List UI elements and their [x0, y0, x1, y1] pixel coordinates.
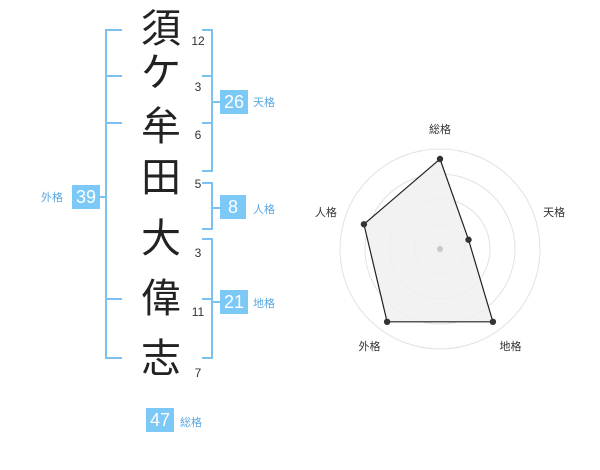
chikaku-connector: [213, 301, 220, 303]
radar-point-2: [465, 236, 472, 243]
jinkaku-bracket-bottom: [202, 228, 213, 230]
name-char-3: 牟: [141, 104, 181, 150]
jinkaku-label: 人格: [253, 203, 275, 216]
stroke-count-5: 3: [194, 246, 202, 260]
name-char-2: ケ: [141, 50, 181, 96]
tenkaku-connector: [213, 101, 220, 103]
chikaku-tick-1: [202, 298, 213, 300]
radar-axis-label-4: 外格: [358, 339, 380, 353]
radar-area: [363, 157, 494, 323]
soukaku-label: 総格: [180, 416, 202, 429]
name-char-7: 志: [141, 336, 181, 382]
name-char-5: 大: [141, 216, 181, 262]
radar-axis-label-3: 地格: [500, 339, 522, 353]
gaikaku-bracket-spine: [105, 29, 107, 359]
tenkaku-bracket-spine: [211, 29, 213, 172]
gaikaku-tick-1: [105, 75, 122, 77]
radar-center-dot: [437, 246, 443, 252]
name-char-1: 須: [141, 6, 181, 52]
gaikaku-label: 外格: [41, 191, 63, 204]
stroke-count-6: 11: [191, 305, 205, 319]
radar-axis-label-5: 人格: [315, 205, 337, 219]
tenkaku-bracket-bottom: [202, 170, 213, 172]
tenkaku-bracket-top: [202, 29, 213, 31]
radar-point-1: [436, 155, 444, 163]
stroke-count-7: 7: [194, 366, 202, 380]
stroke-count-3: 6: [194, 128, 202, 142]
stroke-count-1: 12: [191, 34, 205, 48]
jinkaku-bracket-spine: [211, 182, 213, 230]
jinkaku-bracket-top: [202, 182, 213, 184]
radar-axis-label-2: 天格: [543, 205, 565, 219]
chikaku-bracket-bottom: [202, 357, 213, 359]
chikaku-value-badge: 21: [220, 290, 248, 314]
radar-point-3: [489, 318, 497, 326]
jinkaku-value-badge: 8: [220, 195, 246, 219]
gaikaku-tick-3: [105, 298, 122, 300]
gaikaku-value-badge: 39: [72, 185, 100, 209]
tenkaku-tick-1: [202, 75, 213, 77]
radar-axis-label-1: 総格: [429, 122, 451, 136]
stroke-count-4: 5: [194, 177, 202, 191]
chikaku-label: 地格: [253, 297, 275, 310]
gaikaku-tick-2: [105, 122, 122, 124]
radar-point-5: [360, 221, 368, 228]
gaikaku-connector: [98, 196, 106, 198]
name-char-6: 偉: [141, 276, 181, 322]
tenkaku-label: 天格: [253, 96, 275, 109]
name-char-4: 田: [141, 155, 181, 201]
tenkaku-tick-2: [202, 122, 213, 124]
gaikaku-bracket-top: [105, 29, 122, 31]
soukaku-value-badge: 47: [146, 408, 174, 432]
tenkaku-value-badge: 26: [220, 90, 248, 114]
chikaku-bracket-top: [202, 238, 213, 240]
jinkaku-connector: [213, 207, 220, 209]
stroke-count-2: 3: [194, 80, 202, 94]
radar-point-4: [383, 318, 391, 326]
gaikaku-bracket-bottom: [105, 357, 122, 359]
